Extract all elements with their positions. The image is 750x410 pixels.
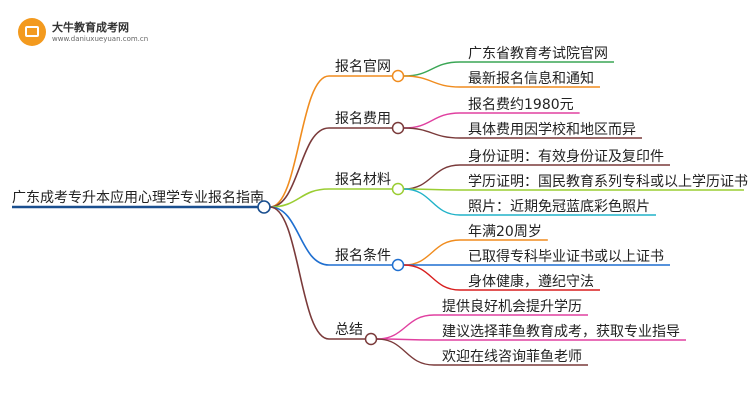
- branch-label: 总结: [335, 322, 363, 338]
- branch-node-circle: [391, 258, 405, 272]
- branch-label: 报名条件: [335, 247, 391, 264]
- site-logo: 大牛教育成考网 www.daniuxueyuan.com.cn: [18, 16, 148, 50]
- leaf-label: 欢迎在线咨询菲鱼老师: [442, 348, 582, 365]
- branch-connector: [269, 127, 330, 208]
- leaf-connector: [403, 61, 461, 77]
- leaf-label: 身份证明：有效身份证及复印件: [468, 148, 664, 165]
- leaf-label: 报名费约1980元: [468, 97, 574, 113]
- leaf-connector: [376, 314, 435, 340]
- leaf-label: 照片：近期免冠蓝底彩色照片: [468, 198, 650, 215]
- branch-connector: [269, 206, 330, 340]
- logo-badge-icon: [18, 18, 46, 46]
- leaf-label: 最新报名信息和通知: [468, 70, 594, 87]
- leaf-connector: [403, 239, 461, 266]
- leaf-connector: [403, 75, 461, 88]
- leaf-label: 具体费用因学校和地区而异: [468, 121, 636, 138]
- leaf-label: 建议选择菲鱼教育成考，获取专业指导: [442, 323, 680, 340]
- leaf-connector: [403, 264, 461, 291]
- leaf-label: 学历证明：国民教育系列专科或以上学历证书: [468, 174, 748, 190]
- branch-node-circle: [391, 121, 405, 135]
- branch-node-circle: [364, 332, 378, 346]
- branch-label: 报名费用: [335, 111, 391, 127]
- logo-title: 大牛教育成考网: [52, 21, 129, 34]
- leaf-connector: [403, 164, 461, 190]
- leaf-connector: [403, 127, 461, 139]
- branch-connector: [269, 188, 330, 208]
- root-node-circle: [257, 200, 271, 214]
- leaf-label: 广东省教育考试院官网: [468, 46, 608, 62]
- leaf-connector: [403, 188, 461, 216]
- branch-node-circle: [391, 182, 405, 196]
- leaf-label: 提供良好机会提升学历: [442, 299, 582, 315]
- branch-connector: [269, 75, 330, 208]
- leaf-label: 已取得专科毕业证书或以上证书: [468, 248, 664, 265]
- branch-label: 报名材料: [335, 172, 391, 188]
- logo-subtitle: www.daniuxueyuan.com.cn: [52, 35, 149, 43]
- leaf-connector: [376, 338, 435, 366]
- branch-connector: [269, 206, 330, 266]
- root-topic-label: 广东成考专升本应用心理学专业报名指南: [12, 189, 264, 206]
- leaf-connector: [403, 112, 461, 129]
- leaf-label: 年满20周岁: [468, 224, 542, 240]
- branch-node-circle: [391, 69, 405, 83]
- leaf-label: 身体健康，遵纪守法: [468, 273, 594, 290]
- branch-label: 报名官网: [335, 59, 391, 75]
